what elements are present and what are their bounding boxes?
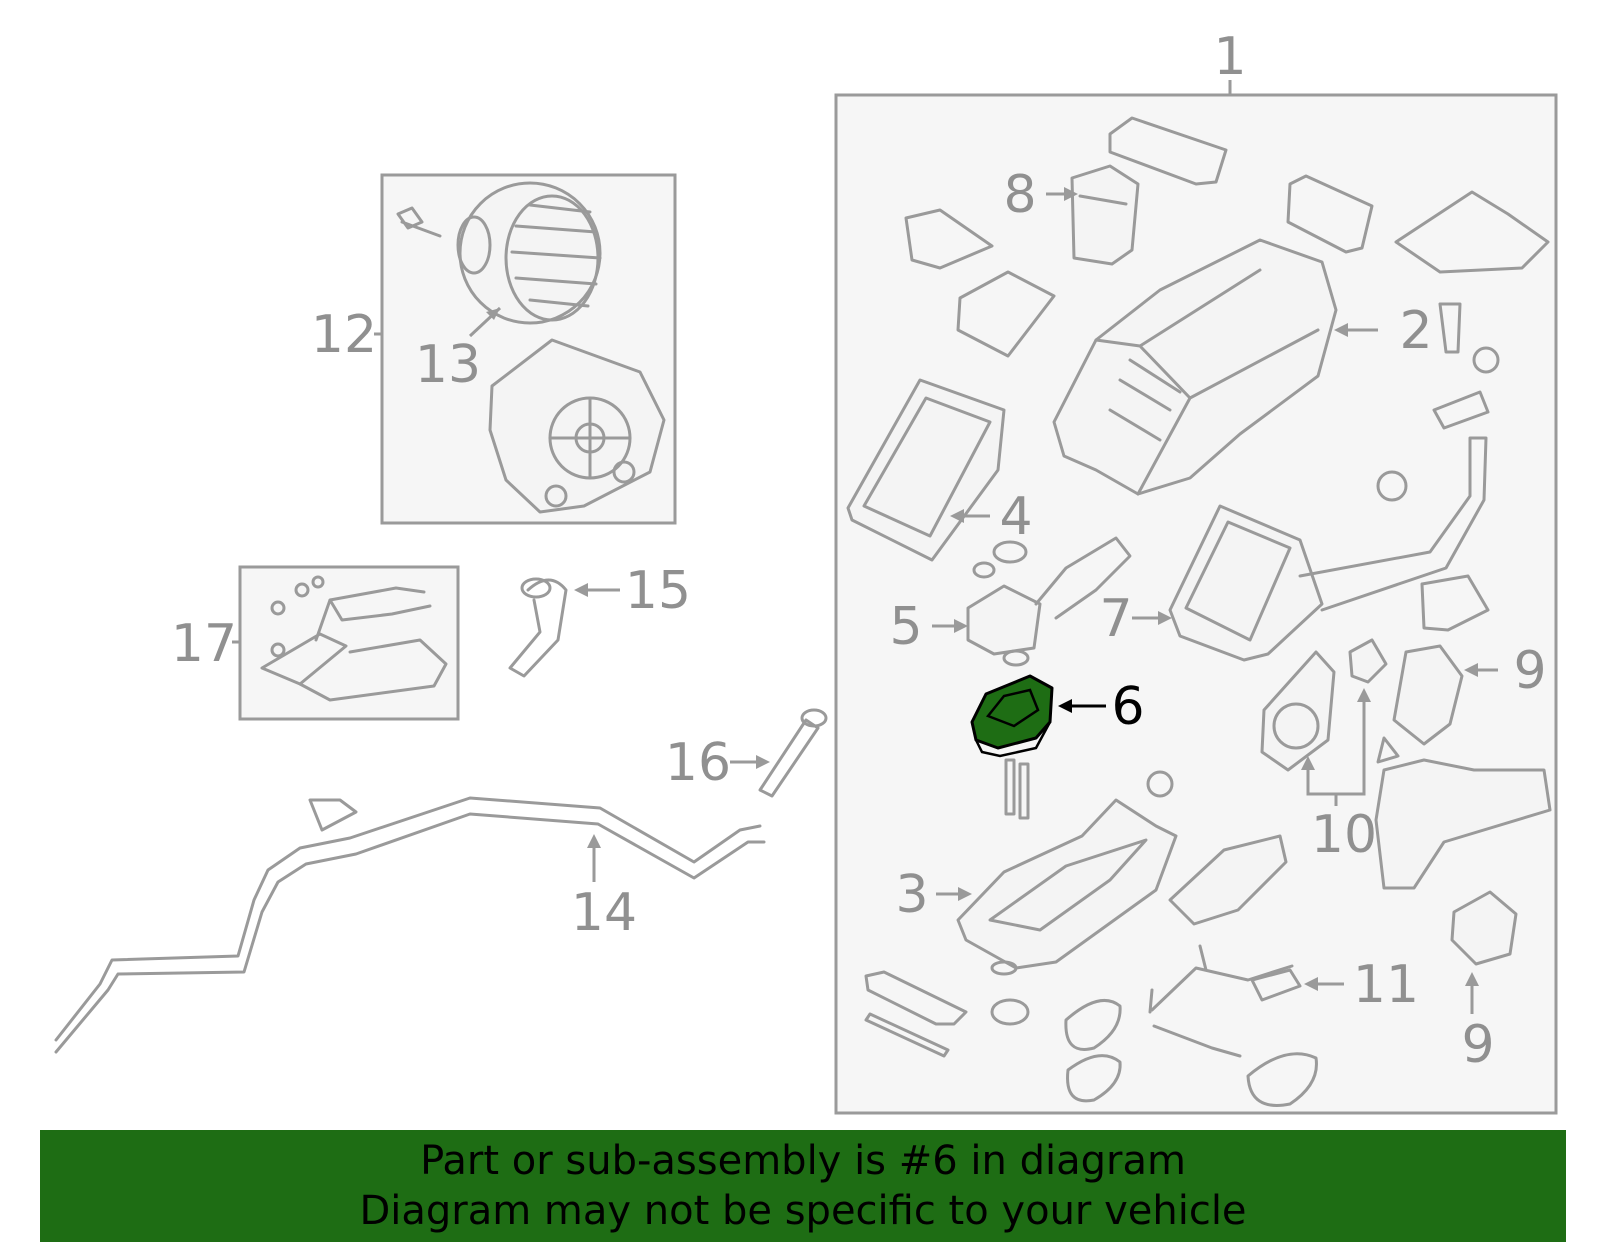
info-banner: Part or sub-assembly is #6 in diagram Di… xyxy=(40,1130,1566,1242)
arrow-9b xyxy=(1465,972,1479,986)
callout-7[interactable]: 7 xyxy=(1099,589,1132,649)
arrow-5 xyxy=(954,619,968,633)
callout-13[interactable]: 13 xyxy=(415,335,481,395)
callout-14[interactable]: 14 xyxy=(571,883,637,943)
callout-4[interactable]: 4 xyxy=(999,487,1032,547)
callout-5[interactable]: 5 xyxy=(889,597,922,657)
seal-gaskets-top[interactable] xyxy=(1108,116,1550,274)
part-9-sensor-upper[interactable] xyxy=(1392,574,1490,746)
arrow-6 xyxy=(1058,699,1072,713)
arrow-14 xyxy=(587,834,601,848)
callout-8[interactable]: 8 xyxy=(1003,165,1036,225)
part-5-expansion-valve[interactable] xyxy=(966,536,1132,667)
callout-3[interactable]: 3 xyxy=(895,865,928,925)
callout-11[interactable]: 11 xyxy=(1353,955,1419,1015)
banner-line-1: Part or sub-assembly is #6 in diagram xyxy=(420,1138,1186,1184)
part-10-actuators[interactable] xyxy=(1260,638,1552,890)
bolts-and-nuts[interactable] xyxy=(1376,302,1500,764)
callout-15[interactable]: 15 xyxy=(625,561,691,621)
part-2-hvac-case[interactable] xyxy=(1052,238,1338,496)
duct-part[interactable] xyxy=(1146,770,1288,926)
arrow-11 xyxy=(1304,977,1318,991)
callout-2[interactable]: 2 xyxy=(1399,301,1432,361)
arrow-10b xyxy=(1357,688,1371,702)
arrow-9a xyxy=(1464,663,1478,677)
callout-10[interactable]: 10 xyxy=(1311,805,1377,865)
arrow-3 xyxy=(958,887,972,901)
arrow-13 xyxy=(486,308,500,320)
part-8-actuator[interactable] xyxy=(1070,164,1140,266)
bracket-parts[interactable] xyxy=(904,208,1056,358)
callout-17[interactable]: 17 xyxy=(171,614,237,674)
callout-9-upper[interactable]: 9 xyxy=(1513,641,1546,701)
arrow-8 xyxy=(1064,187,1078,201)
part-17-pipe-block[interactable] xyxy=(260,575,448,702)
pins[interactable] xyxy=(1004,758,1030,820)
arrow-10a xyxy=(1301,756,1315,770)
seal-gaskets-bottom[interactable] xyxy=(864,970,1318,1107)
callout-1[interactable]: 1 xyxy=(1213,27,1246,87)
part-6-highlighted[interactable] xyxy=(970,674,1054,758)
callout-16[interactable]: 16 xyxy=(665,733,731,793)
callout-6[interactable]: 6 xyxy=(1111,677,1144,737)
part-16-fitting[interactable] xyxy=(758,708,828,798)
part-11-wire-harness[interactable] xyxy=(1148,944,1302,1058)
callout-9-lower[interactable]: 9 xyxy=(1461,1015,1494,1075)
callout-12[interactable]: 12 xyxy=(311,305,377,365)
arrow-2 xyxy=(1334,323,1348,337)
part-3-lower-case[interactable] xyxy=(956,798,1178,976)
part-12-blower-housing[interactable] xyxy=(488,338,666,514)
part-15-hose[interactable] xyxy=(508,577,568,678)
part-7-evaporator[interactable] xyxy=(1168,436,1488,662)
arrow-7 xyxy=(1158,611,1172,625)
part-9-sensor-lower[interactable] xyxy=(1450,890,1518,966)
part-14-refrigerant-pipe[interactable] xyxy=(54,796,766,1054)
part-13-blower-motor[interactable] xyxy=(396,181,602,325)
arrow-4 xyxy=(950,509,964,523)
banner-line-2: Diagram may not be specific to your vehi… xyxy=(359,1188,1247,1234)
arrow-15 xyxy=(574,583,588,597)
arrow-16 xyxy=(756,755,770,769)
